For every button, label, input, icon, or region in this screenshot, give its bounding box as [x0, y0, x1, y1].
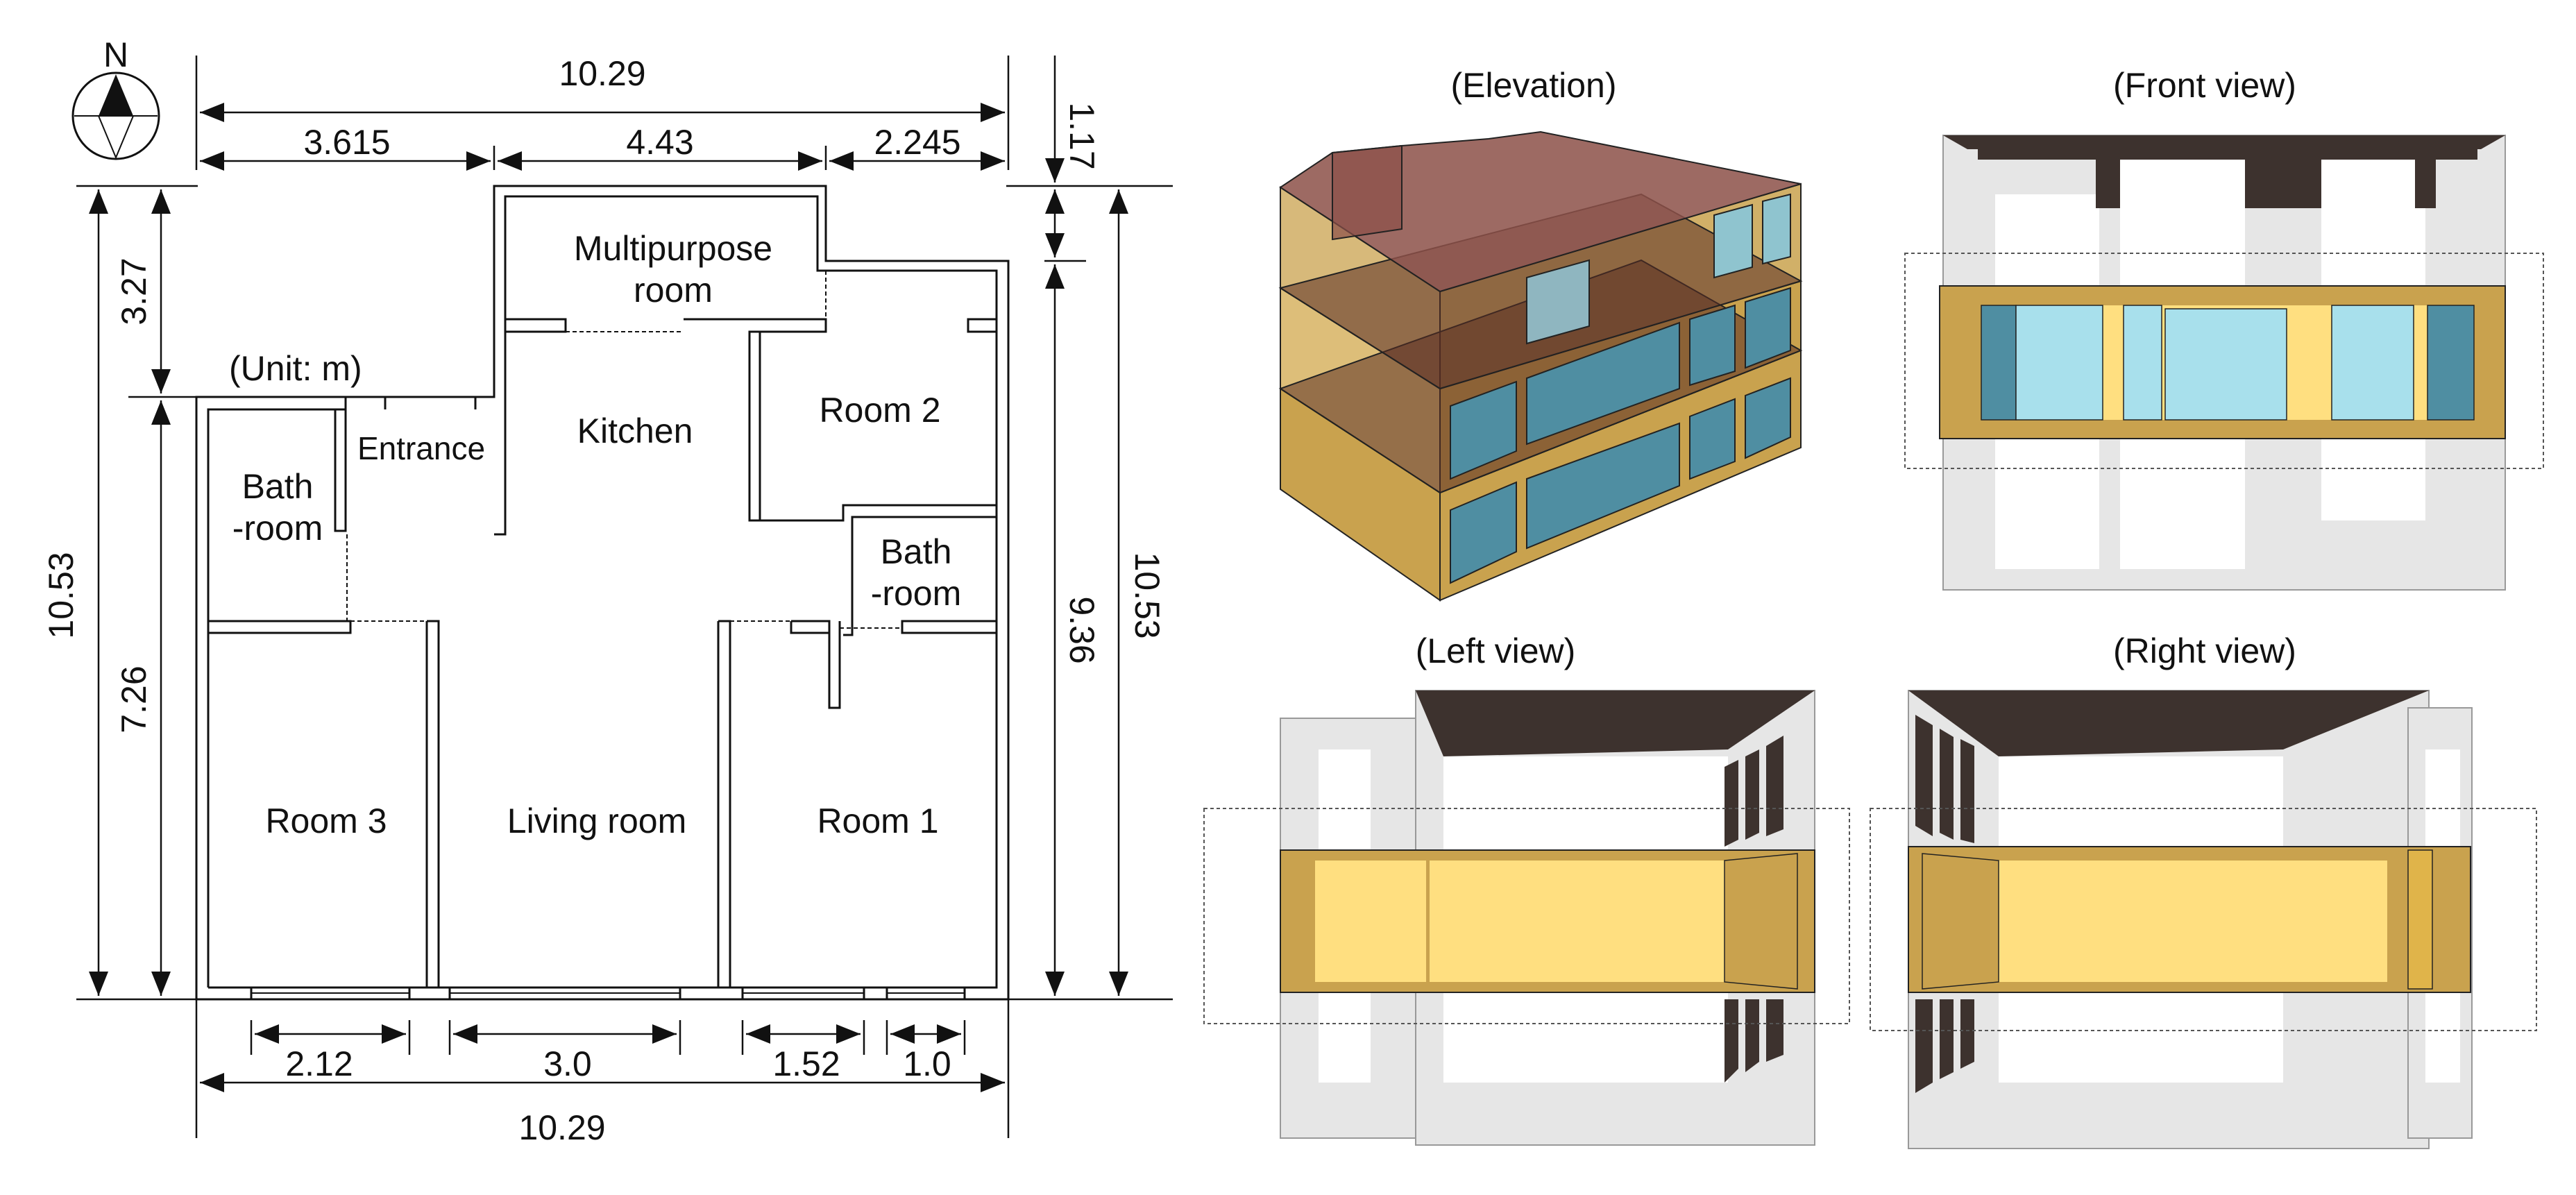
- bottom-dimension-2: 3.0: [543, 1044, 592, 1083]
- multipurpose-room-label-1: Multipurpose: [574, 229, 772, 268]
- floor-plan: N 10.29 3.615 4.43 2.245 10.53 3.27 7.26: [42, 35, 1173, 1147]
- top-dimension-1: 3.615: [303, 123, 390, 162]
- bathroom-right-label-2: -room: [871, 574, 962, 613]
- left-dimension-1: 3.27: [115, 257, 153, 325]
- top-total-dimension: 10.29: [559, 54, 645, 93]
- bottom-dimension-1: 2.12: [285, 1044, 353, 1083]
- unit-label: (Unit: m): [229, 349, 362, 388]
- multipurpose-room-label-2: room: [634, 271, 713, 310]
- room1-label: Room 1: [817, 802, 938, 840]
- bottom-dimension-4: 1.0: [903, 1044, 951, 1083]
- top-dimension-3: 2.245: [874, 123, 960, 162]
- elevation-title: (Elevation): [1451, 66, 1617, 105]
- top-dimension-2: 4.43: [626, 123, 693, 162]
- left-view: (Left view): [1203, 632, 1850, 1146]
- right-view: (Right view): [1870, 632, 2537, 1149]
- kitchen-label: Kitchen: [577, 412, 693, 450]
- right-view-title: (Right view): [2113, 632, 2296, 670]
- left-view-title: (Left view): [1416, 632, 1576, 670]
- right-top-dimension: 1.17: [1062, 102, 1101, 169]
- plan-walls: [195, 185, 1010, 1001]
- bathroom-left-label-1: Bath: [242, 467, 314, 506]
- bottom-dimension-lines: [195, 999, 1010, 1138]
- elevation-view: (Elevation): [1278, 66, 1803, 602]
- left-dimension-lines: [76, 185, 198, 1001]
- living-room-label: Living room: [507, 802, 686, 840]
- right-inner-dimension: 9.36: [1062, 596, 1101, 663]
- front-view: (Front view): [1904, 66, 2544, 591]
- bathroom-left-label-2: -room: [232, 509, 323, 548]
- room2-label: Room 2: [819, 391, 940, 430]
- bottom-total-dimension: 10.29: [518, 1108, 605, 1147]
- right-total-dimension: 10.53: [1128, 552, 1167, 638]
- right-dimension-lines: [1006, 56, 1173, 1001]
- left-total-dimension: 10.53: [42, 552, 80, 638]
- top-dimension-lines: [195, 56, 1010, 171]
- room3-label: Room 3: [265, 802, 387, 840]
- compass-north-label: N: [103, 35, 128, 74]
- north-compass-icon: [71, 71, 160, 160]
- front-view-title: (Front view): [2113, 66, 2296, 105]
- entrance-label: Entrance: [357, 430, 485, 466]
- bottom-dimension-3: 1.52: [772, 1044, 840, 1083]
- left-dimension-2: 7.26: [115, 666, 153, 733]
- bathroom-right-label-1: Bath: [881, 532, 952, 571]
